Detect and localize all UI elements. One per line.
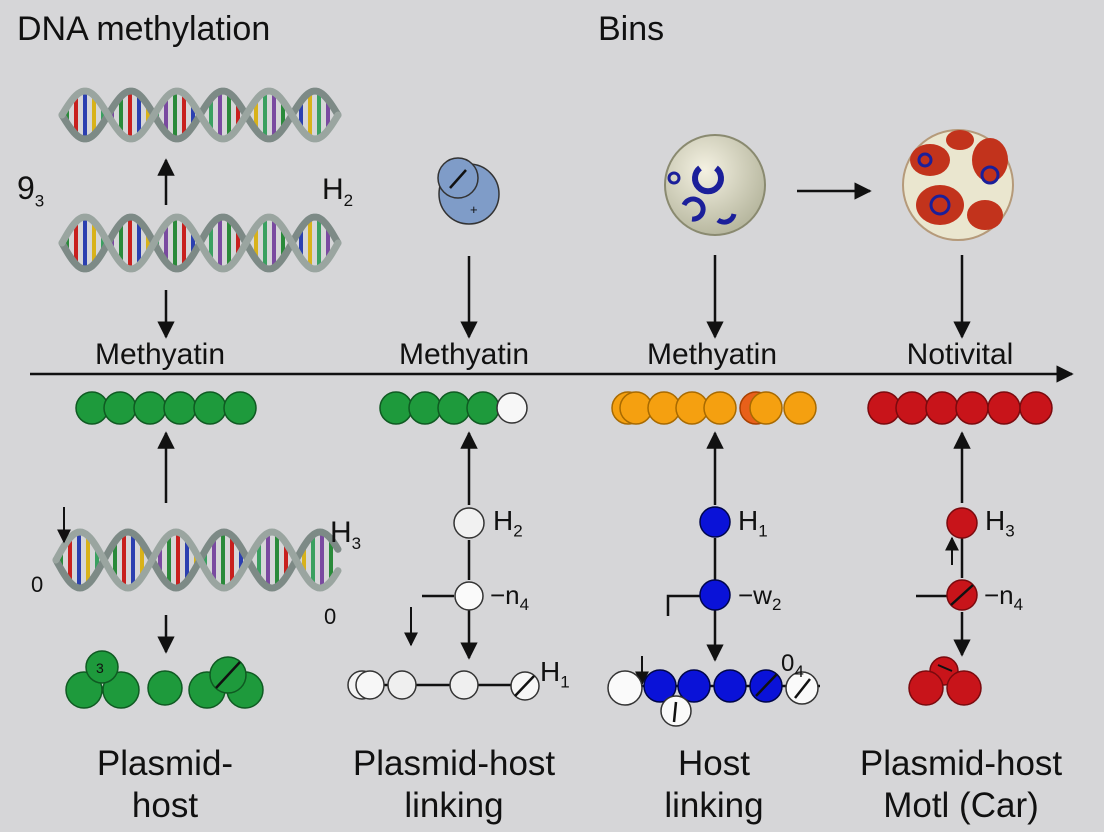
node-col2-mid	[454, 581, 484, 611]
bead-row-col3	[611, 391, 817, 425]
node-col2-top	[453, 507, 485, 539]
dna-helix-middle	[58, 213, 342, 273]
node-col3-mid	[699, 579, 731, 611]
label-dna-bottom-right: H3	[330, 516, 362, 553]
bead-chain-col2	[347, 670, 540, 701]
node-col3-top-label: H1	[738, 505, 768, 541]
bins-heading: Bins	[598, 10, 665, 48]
svg-text:+: +	[470, 202, 478, 217]
column-4-footer-line1: Plasmid-host	[859, 744, 1063, 783]
cell-icon	[664, 134, 766, 236]
protein-blob-icon: +	[437, 157, 500, 225]
column-4-footer-line2: Motl (Car)	[883, 786, 1039, 825]
column-3-footer: Host linking	[664, 743, 763, 827]
column-1-label: Methyatin	[94, 338, 226, 371]
column-3-footer-line1: Host	[678, 744, 750, 783]
svg-text:3: 3	[96, 660, 104, 676]
column-2-label: Methyatin	[398, 338, 530, 371]
label-dna-right: H2	[322, 173, 354, 210]
label-left-top: 93	[17, 170, 45, 211]
column-4-footer: Plasmid-host Motl (Car)	[860, 743, 1062, 827]
node-col3-top	[699, 506, 731, 538]
node-col2-top-label: H2	[493, 505, 523, 541]
node-col4-top-label: H3	[985, 505, 1015, 541]
node-col4-mid	[946, 579, 978, 611]
node-col2-end-label: H1	[540, 656, 570, 692]
column-2-footer: Plasmid-host linking	[353, 743, 555, 827]
column-1-footer-line2: host	[131, 786, 199, 825]
node-col4-top	[946, 507, 978, 539]
node-col3-mid-label: −w2	[738, 580, 782, 615]
label-zero-left: 0	[31, 572, 44, 597]
dna-helix-bottom	[52, 528, 342, 592]
bead-row-col1	[75, 391, 257, 425]
bead-cluster-col4	[908, 656, 982, 706]
bead-row-col4	[867, 391, 1053, 425]
node-col3-end-label: 04	[781, 650, 804, 681]
bead-cluster-col1: 3	[65, 650, 264, 709]
column-3-footer-line2: linking	[664, 786, 764, 825]
column-4-label: Notivital	[906, 338, 1014, 371]
column-2-footer-line1: Plasmid-host	[352, 744, 556, 783]
node-col2-mid-label: −n4	[490, 580, 530, 615]
bead-row-col2	[379, 391, 528, 425]
infected-cell-icon	[902, 129, 1014, 241]
column-1-footer: Plasmid- host	[97, 743, 233, 827]
dna-backbone-strand	[58, 87, 342, 143]
bead-chain-col3	[607, 669, 819, 727]
dna-helix-top	[58, 87, 342, 143]
column-2-footer-line2: linking	[404, 786, 504, 825]
dna-backbone-strand	[52, 528, 342, 592]
label-zero-right: 0	[324, 604, 337, 629]
link-col3-bracket	[666, 594, 700, 616]
column-3-label: Methyatin	[646, 338, 778, 371]
diagram-title: DNA methylation	[17, 10, 271, 48]
column-1-footer-line1: Plasmid-	[96, 744, 234, 783]
dna-backbone-strand	[58, 213, 342, 273]
node-col4-mid-label: −n4	[984, 580, 1024, 615]
